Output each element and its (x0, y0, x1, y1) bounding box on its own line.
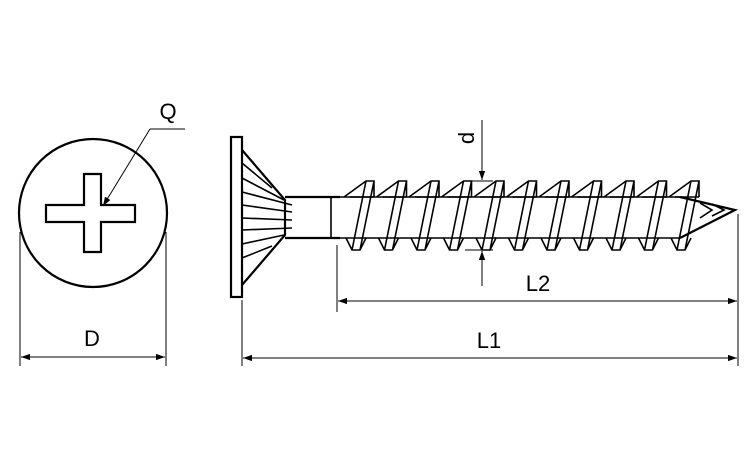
countersink-cone (241, 149, 287, 286)
thread-diameter-label: d (454, 132, 479, 144)
thread-crest (343, 180, 375, 251)
recess-leader-arrow (102, 128, 151, 207)
screw-side-view (229, 135, 739, 299)
head-diameter-label: D (84, 326, 100, 351)
thread-diameter-dimension: d (454, 120, 493, 286)
thread-crest (376, 180, 408, 251)
recess-label: Q (159, 99, 176, 124)
thread-length-dimension: L2 (336, 214, 739, 366)
head-nibs (241, 162, 293, 259)
tip-thread-detail (699, 202, 726, 219)
thread-crest (571, 180, 603, 251)
thread-crest (441, 180, 473, 251)
thread-crest (636, 180, 668, 251)
total-length-dimension: L1 (241, 300, 737, 366)
thread-crest (473, 180, 505, 251)
thread-crest (506, 180, 538, 251)
head-outline-circle (17, 137, 169, 289)
thread-crest (408, 180, 440, 251)
head-diameter-dimension: D (19, 232, 167, 366)
phillips-cross-icon (44, 172, 137, 254)
total-length-label: L1 (477, 328, 501, 353)
head-flange (229, 135, 244, 299)
thread-crests (343, 180, 700, 251)
thread-crest (538, 180, 570, 251)
screw-tip (679, 195, 739, 239)
recess-leader: Q (102, 99, 185, 207)
thread-length-label: L2 (526, 271, 550, 296)
head-top-view (17, 137, 169, 289)
thread-crest (603, 180, 635, 251)
thread-crest (668, 180, 700, 251)
